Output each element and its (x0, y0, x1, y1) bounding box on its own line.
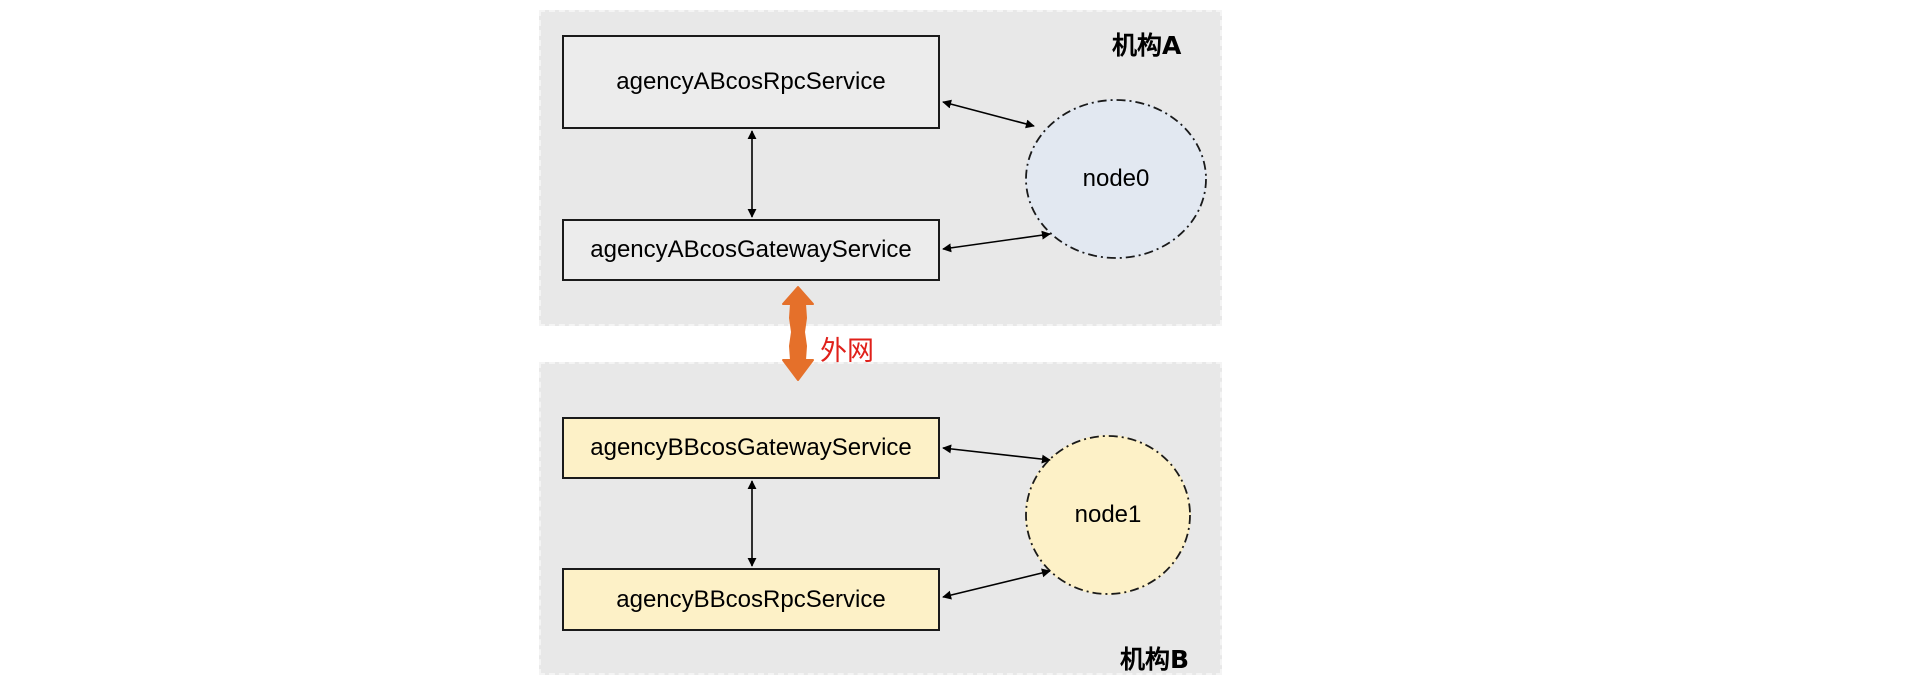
node1-label: node1 (1074, 501, 1142, 528)
org-b-gateway-service-box: agencyBBcosGatewayService (562, 417, 940, 479)
org-b-rpc-service-box: agencyBBcosRpcService (562, 568, 940, 631)
org-a-rpc-service-box: agencyABcosRpcService (562, 35, 940, 129)
node0-label: node0 (1082, 165, 1150, 192)
org-b-gateway-service-label: agencyBBcosGatewayService (590, 434, 912, 461)
external-network-label: 外网 (820, 336, 874, 367)
org-a-gateway-service-label: agencyABcosGatewayService (590, 236, 912, 263)
node0-circle: node0 (1025, 99, 1207, 259)
org-b-label: 机构B (1120, 645, 1190, 674)
org-a-label: 机构A (1112, 31, 1182, 60)
org-b-rpc-service-label: agencyBBcosRpcService (616, 585, 886, 613)
org-a-gateway-service-box: agencyABcosGatewayService (562, 219, 940, 281)
node1-circle: node1 (1025, 435, 1191, 595)
org-a-rpc-service-label: agencyABcosRpcService (616, 68, 886, 95)
